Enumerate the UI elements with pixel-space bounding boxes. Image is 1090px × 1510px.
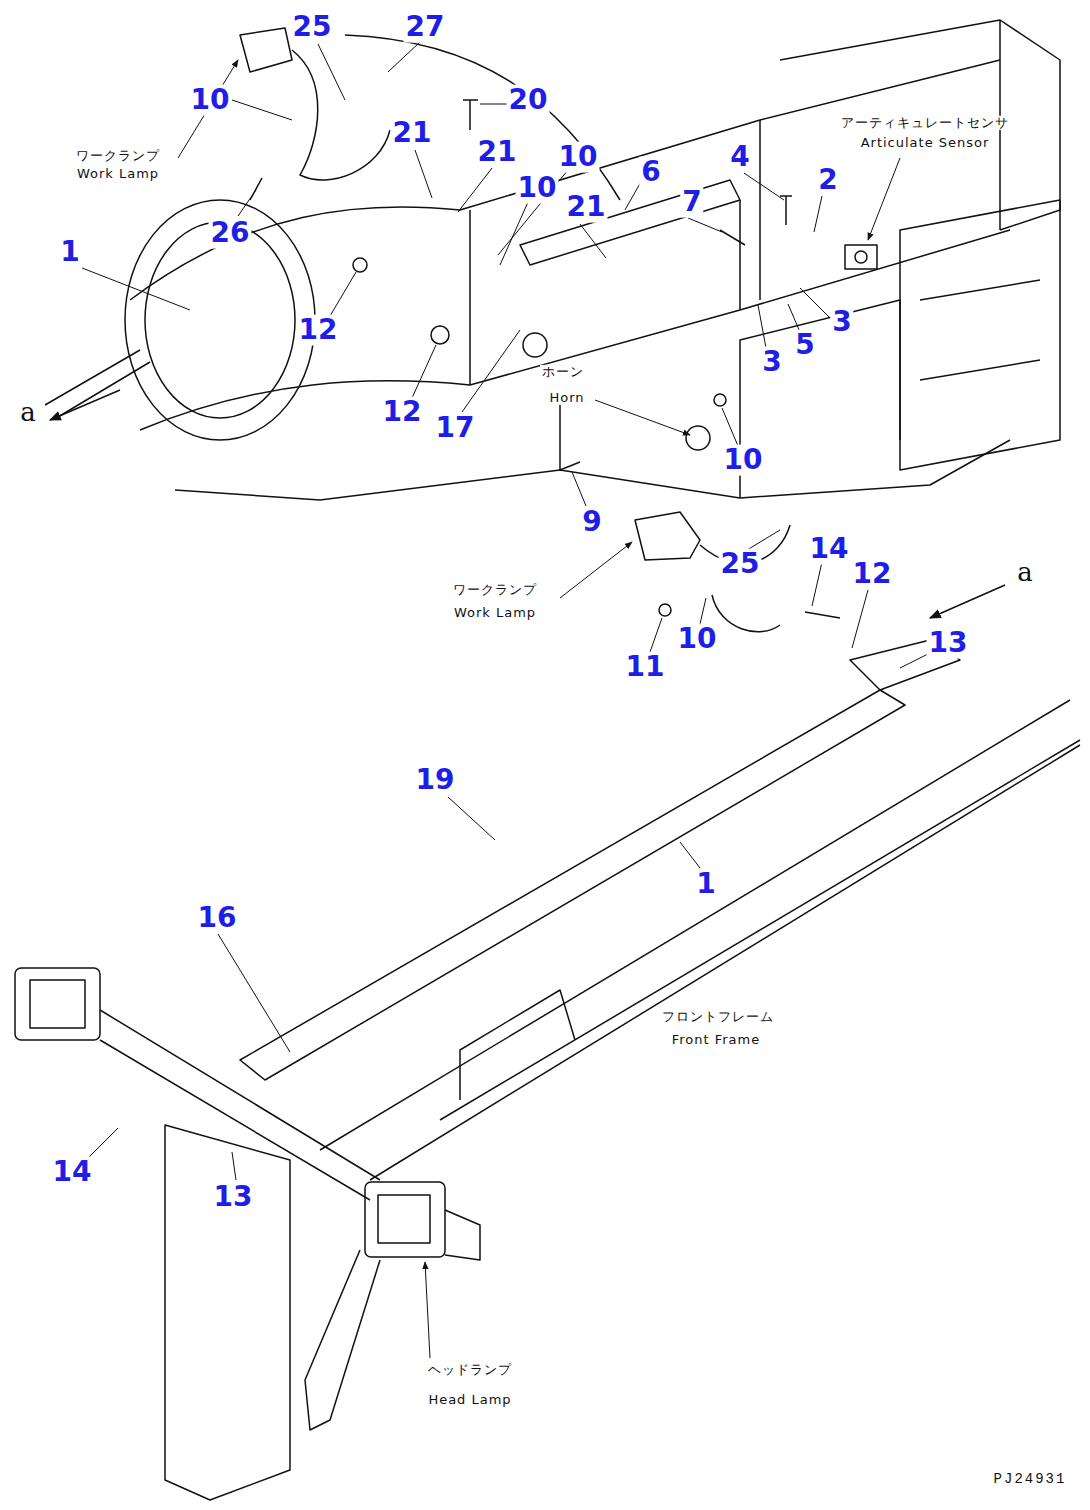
- callout-number: 1: [58, 237, 81, 268]
- callout-number: 10: [676, 624, 719, 655]
- callout-number: 12: [381, 397, 424, 428]
- frame-edge: [920, 280, 1040, 380]
- callout-number: 26: [209, 218, 252, 249]
- head-lamp-lens: [30, 980, 85, 1028]
- callout-number: 1: [694, 869, 717, 900]
- horn: [523, 333, 547, 357]
- work-lamp: [240, 28, 292, 72]
- part-label: ホーン: [540, 365, 586, 379]
- frame-edge: [140, 230, 1010, 430]
- callout-number: 7: [680, 187, 703, 218]
- bolt: [463, 100, 478, 130]
- callout-number: 25: [291, 12, 334, 43]
- horn: [686, 426, 710, 450]
- view-arrow: [930, 585, 1005, 618]
- articulate-sensor: [845, 245, 877, 269]
- part-label: Work Lamp: [452, 606, 538, 620]
- part-label: Articulate Sensor: [859, 136, 992, 150]
- callout-number: 5: [793, 330, 816, 361]
- part-label: Work Lamp: [75, 167, 161, 181]
- work-lamp: [635, 512, 700, 560]
- callout-number: 13: [927, 628, 970, 659]
- clamp: [353, 258, 367, 272]
- axle-ring: [125, 200, 315, 440]
- view-mark: a: [1015, 558, 1035, 587]
- view-mark: a: [18, 398, 38, 427]
- callout-number: 21: [476, 137, 519, 168]
- cross-beam: [100, 1010, 380, 1200]
- callout-number: 10: [189, 85, 232, 116]
- frame-edge: [320, 700, 1070, 1150]
- frame-tower: [900, 200, 1060, 470]
- callout-number: 3: [760, 347, 783, 378]
- frame-edge: [470, 120, 760, 385]
- frame-edge: [130, 60, 1000, 300]
- axle-ring: [145, 222, 295, 418]
- callout-number: 10: [722, 445, 765, 476]
- callout-number: 10: [557, 142, 600, 173]
- frame-edge: [440, 740, 1080, 1120]
- frame-edge: [370, 745, 1080, 1180]
- lamp-wire: [712, 595, 780, 632]
- callout-number: 12: [851, 559, 894, 590]
- head-lamp: [15, 968, 100, 1040]
- part-label: Front Frame: [670, 1033, 763, 1047]
- callout-number: 13: [212, 1182, 255, 1213]
- part-label: Horn: [547, 391, 586, 405]
- frame-edge: [175, 440, 1010, 500]
- bolt: [720, 230, 745, 245]
- wire-harness: [345, 35, 620, 200]
- callout-number: 9: [580, 507, 603, 538]
- callout-number: 2: [816, 165, 839, 196]
- callout-number: 16: [196, 903, 239, 934]
- bolt: [560, 462, 580, 470]
- part-label: ヘッドランプ: [426, 1363, 514, 1377]
- callout-number: 4: [728, 142, 751, 173]
- callout-number: 14: [51, 1157, 94, 1188]
- callout-number: 27: [404, 12, 447, 43]
- frame-tower: [780, 20, 1060, 230]
- callout-number: 25: [719, 549, 762, 580]
- drawing-number: PJ24931: [992, 1472, 1069, 1487]
- callout-number: 21: [391, 118, 434, 149]
- callout-number: 14: [808, 534, 851, 565]
- part-label: フロントフレーム: [660, 1010, 776, 1024]
- callout-number: 12: [297, 315, 340, 346]
- lamp-bracket: [305, 1250, 380, 1430]
- callout-number: 11: [624, 652, 667, 683]
- radiator-guard: [165, 1125, 290, 1500]
- part-label: アーティキュレートセンサ: [839, 116, 1011, 130]
- clamp: [714, 394, 726, 406]
- part-label: ワークランプ: [74, 149, 162, 163]
- callout-number: 3: [830, 307, 853, 338]
- lamp-wire: [292, 50, 390, 180]
- head-lamp: [365, 1182, 445, 1257]
- callout-number: 10: [516, 173, 559, 204]
- drive-shaft: [45, 350, 150, 417]
- view-arrow: [50, 390, 120, 420]
- part-label: Head Lamp: [426, 1393, 513, 1407]
- callout-number: 21: [565, 192, 608, 223]
- wire-cover: [240, 690, 905, 1080]
- callout-number: 20: [507, 85, 550, 116]
- bolt: [659, 604, 671, 616]
- callout-number: 19: [414, 765, 457, 796]
- head-lamp: [445, 1210, 480, 1260]
- callout-number: 6: [639, 157, 662, 188]
- callout-number: 17: [434, 413, 477, 444]
- frame-edge: [560, 300, 900, 498]
- head-lamp-lens: [378, 1195, 430, 1243]
- bolt: [780, 196, 792, 225]
- frame-gusset: [460, 990, 575, 1100]
- part-label: ワークランプ: [451, 583, 539, 597]
- articulate-sensor: [855, 251, 867, 263]
- clamp: [431, 326, 449, 344]
- bolt: [805, 612, 840, 618]
